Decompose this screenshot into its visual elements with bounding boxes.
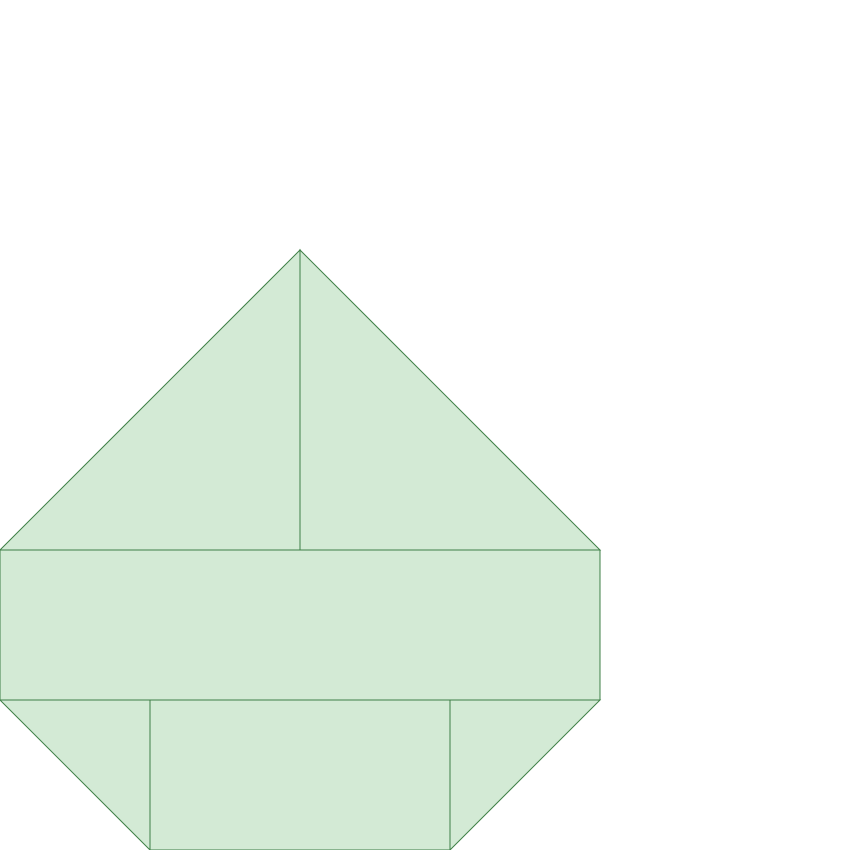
top-left-triangle (0, 248, 301, 551)
top-right-triangle (299, 248, 602, 551)
middle-rectangle (0, 549, 601, 701)
bottom-right-triangle (449, 699, 602, 850)
bottom-center-square (149, 699, 451, 850)
bottom-left-triangle (0, 699, 151, 850)
